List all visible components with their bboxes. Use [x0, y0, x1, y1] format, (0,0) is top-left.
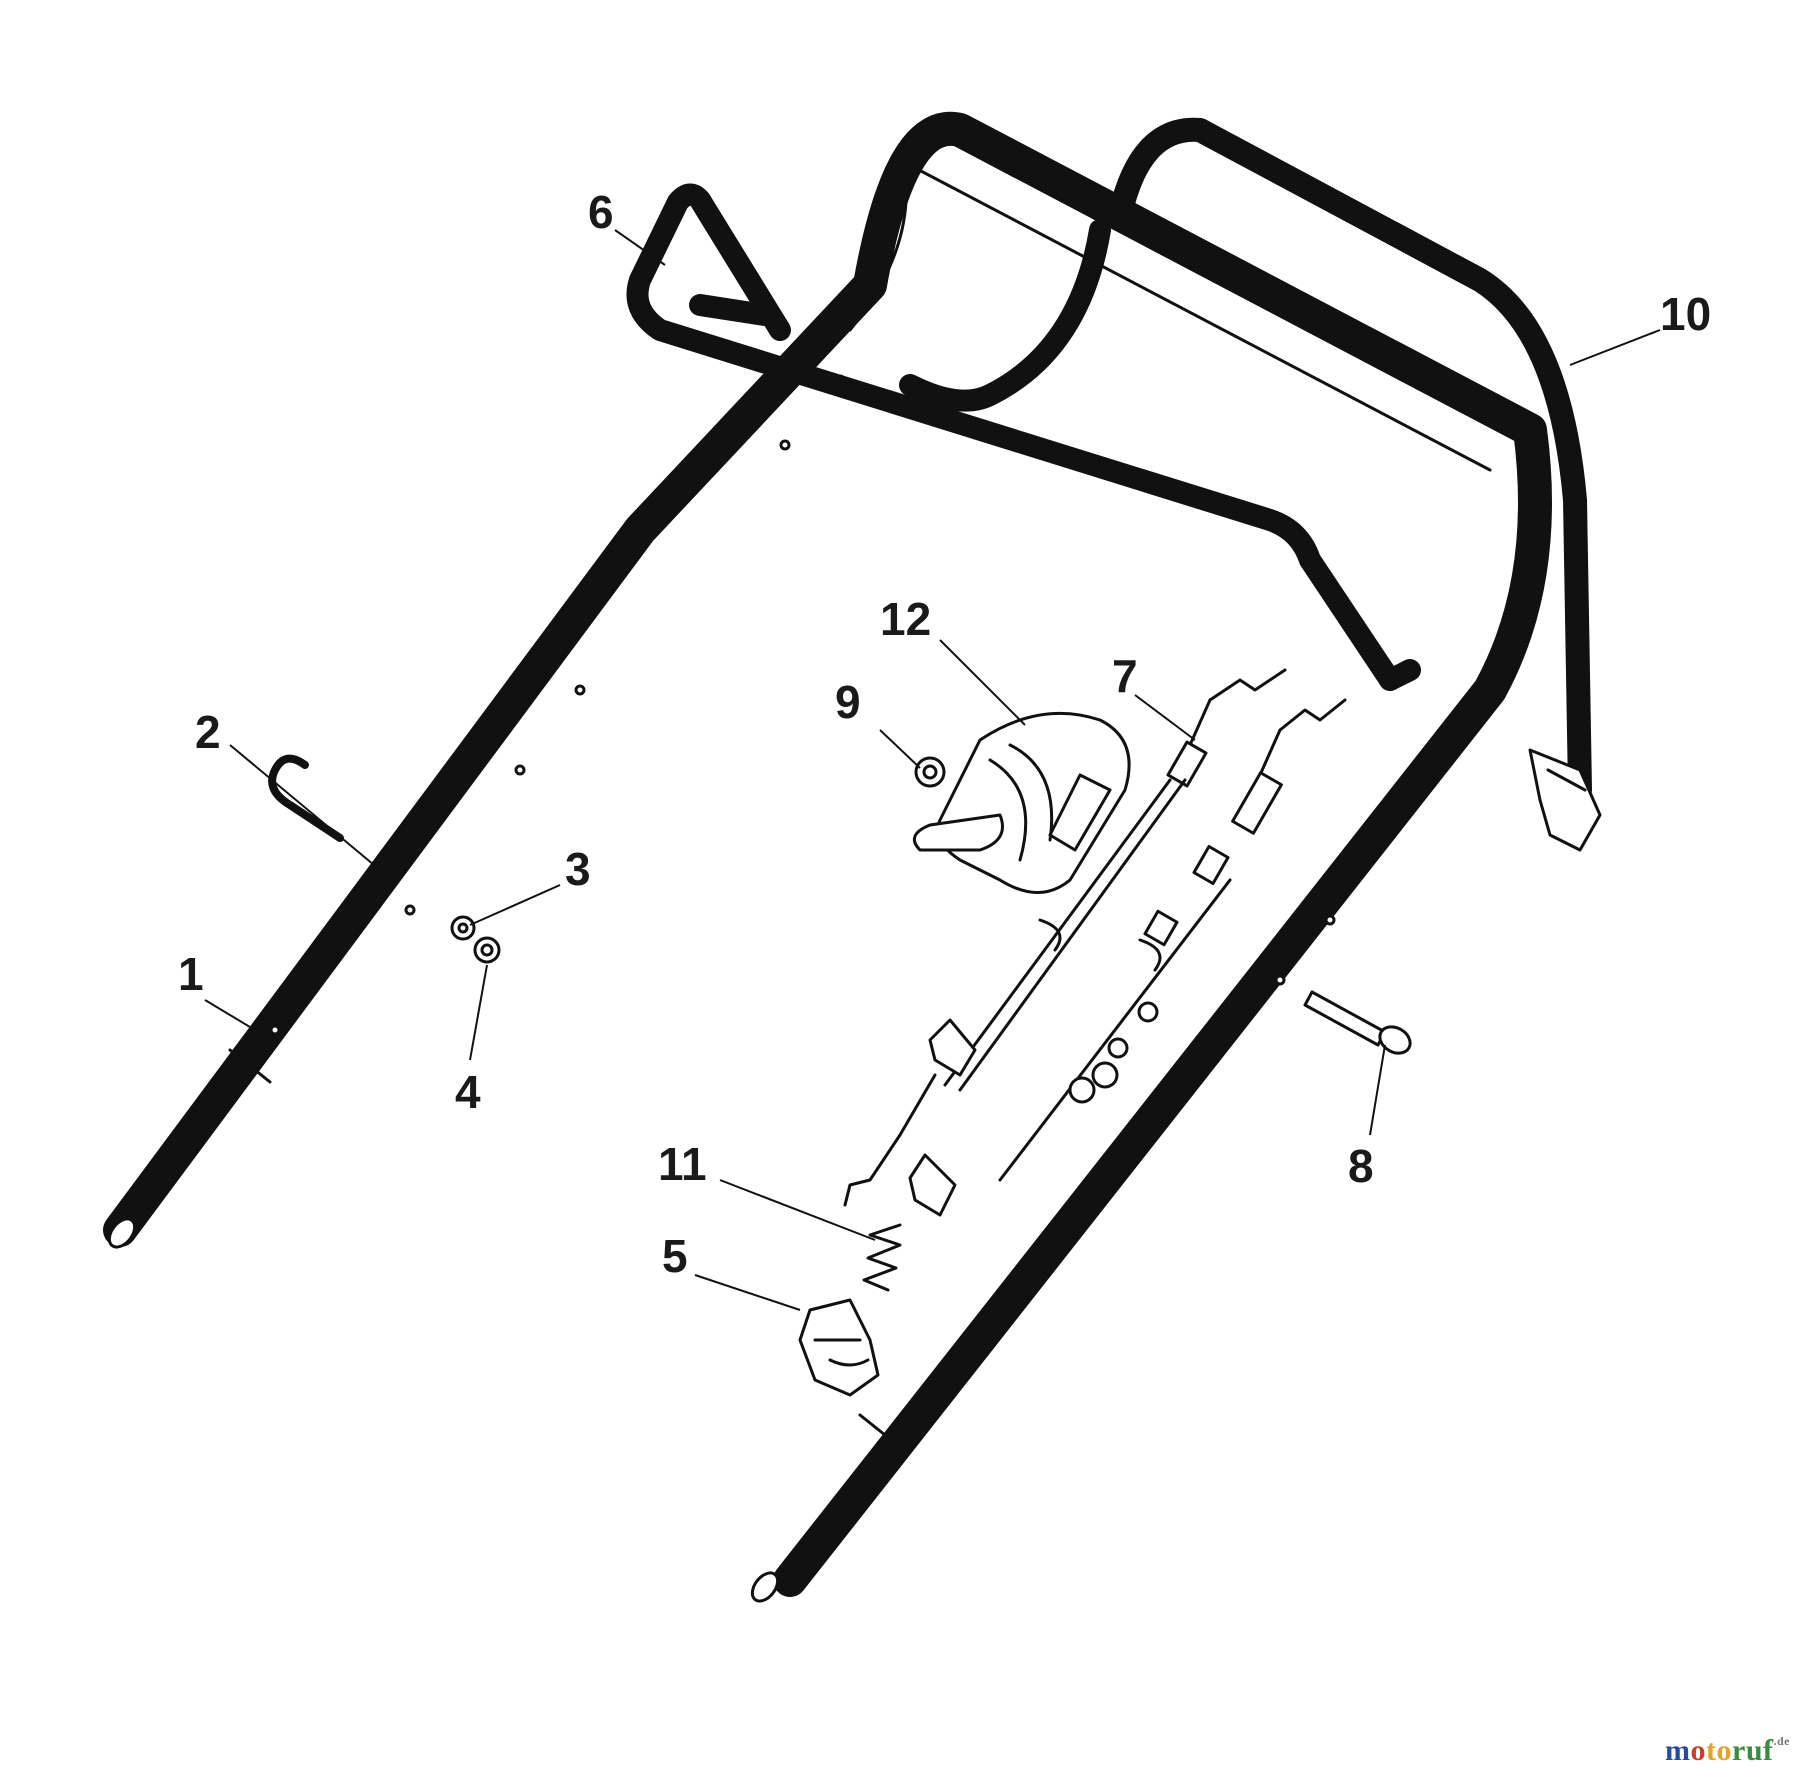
watermark-logo: motoruf.de	[1665, 1734, 1790, 1768]
control-cables-part	[843, 668, 1347, 1217]
watermark-suffix: .de	[1773, 1734, 1790, 1748]
callout-4: 4	[455, 1066, 481, 1118]
left-tube-end	[107, 1217, 137, 1249]
callout-7: 7	[1112, 650, 1138, 702]
cable-clip-part	[798, 1298, 880, 1397]
lever-nut-part	[914, 756, 946, 788]
operator-presence-bail-part	[1108, 117, 1602, 852]
watermark-part-1: m	[1665, 1734, 1691, 1767]
watermark-part-2: o	[1690, 1734, 1706, 1767]
callout-10: 10	[1660, 288, 1711, 340]
watermark-part-4: ruf	[1732, 1734, 1774, 1767]
callout-9: 9	[835, 676, 861, 728]
callout-6: 6	[588, 186, 614, 238]
callout-5: 5	[662, 1230, 688, 1282]
rear-guide-bar-part	[626, 183, 1421, 691]
callout-12: 12	[880, 593, 931, 645]
inner-hook	[899, 219, 1111, 412]
callout-1: 1	[178, 948, 204, 1000]
cable-hook-part	[268, 754, 344, 842]
right-tube-end	[750, 1571, 780, 1603]
callout-labels: 1 2 3 4 5 6 7 8 9 10 11 12	[178, 186, 1711, 1282]
callout-3: 3	[565, 843, 591, 895]
callout-2: 2	[195, 706, 221, 758]
screw-part	[1303, 990, 1412, 1055]
callout-8: 8	[1348, 1140, 1374, 1192]
drive-control-lever-part	[912, 711, 1131, 894]
upper-handle-frame	[103, 111, 1552, 1597]
watermark-part-3: to	[1706, 1734, 1732, 1767]
washer-and-nut-parts	[450, 915, 501, 964]
cable-spring-part	[862, 1223, 902, 1292]
tube-joints	[228, 374, 1336, 1449]
leader-lines	[204, 229, 1661, 1311]
callout-11: 11	[658, 1138, 707, 1190]
